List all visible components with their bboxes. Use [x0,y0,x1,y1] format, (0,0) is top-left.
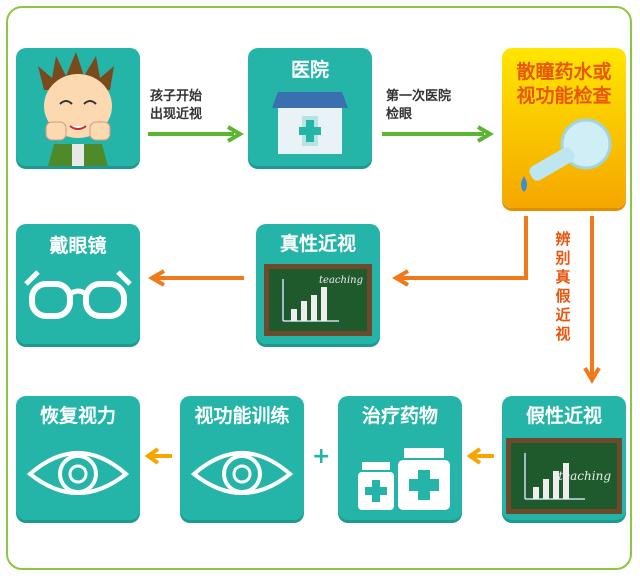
arrow-pseudo-to-medicine [466,447,494,465]
dilation-exam-node: 散瞳药水或 视功能检查 [502,48,626,208]
recover-vision-title: 恢复视力 [39,405,116,427]
eye-icon [190,451,294,495]
true-myopia-node: 真性近视 teaching [256,224,380,344]
chalkboard-text: teaching [558,469,611,483]
arrow-exam-to-true-myopia [392,216,528,287]
child-face-illustration [38,52,114,166]
arrow-training-to-recover [144,447,172,465]
child-node [16,48,140,166]
chalkboard-illustration: teaching [506,438,622,514]
distinguish-label: 辨别真假近视 [554,230,572,344]
dilation-exam-title-1: 散瞳药水或 [516,61,612,83]
arrow-hospital-to-exam [382,125,494,143]
medicine-title: 治疗药物 [361,405,438,427]
glasses-title: 戴眼镜 [49,235,107,257]
vision-training-title: 视功能训练 [194,405,290,427]
pseudo-myopia-node: 假性近视 teaching [502,396,626,520]
hospital-node: 医院 [248,48,372,166]
vision-training-node: 视功能训练 [180,396,304,520]
chalkboard-text: teaching [319,275,363,286]
pseudo-myopia-title: 假性近视 [525,405,602,427]
chalkboard-illustration: teaching [264,264,372,336]
arrow-true-myopia-to-glasses [148,269,244,287]
plus-sign: + [312,444,331,469]
glasses-icon [24,270,132,319]
edge-label-child-hospital-1: 孩子开始 [150,89,203,104]
edge-label-hospital-exam-2: 检眼 [386,107,413,122]
arrow-exam-to-pseudo-myopia [583,216,601,384]
hospital-building-icon [272,92,348,154]
medicine-node: 治疗药物 [338,396,462,520]
eye-drop-bottle-icon [521,118,612,192]
edge-label-hospital-exam-1: 第一次医院 [386,89,452,104]
glasses-node: 戴眼镜 [16,224,140,344]
medicine-bottles-icon [358,448,450,510]
edge-label-child-hospital-2: 出现近视 [150,107,203,122]
arrow-child-to-hospital [148,125,244,143]
dilation-exam-title-2: 视功能检查 [516,85,612,107]
eye-icon [26,451,130,495]
true-myopia-title: 真性近视 [279,233,356,255]
distinguish-text: 辨别真假近视 [555,230,571,343]
recover-vision-node: 恢复视力 [16,396,140,520]
hospital-title: 医院 [290,59,329,81]
